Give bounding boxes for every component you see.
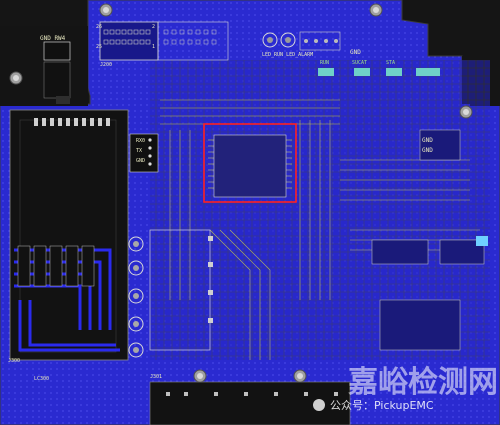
label-gnd-right-1: GND — [422, 137, 433, 144]
header-pins — [103, 29, 151, 45]
wechat-icon — [313, 399, 325, 411]
label-rx0: RX0 — [136, 138, 145, 144]
label-pin-1: 1 — [152, 44, 155, 50]
label-sta: STA — [386, 60, 395, 66]
mcu-chip — [213, 134, 287, 198]
label-j300: J300 — [8, 358, 20, 364]
watermark-title: 嘉峪检测网 — [348, 365, 498, 400]
lcd-pad-strip — [34, 118, 110, 126]
label-gnd-rw4: GND RW4 — [40, 35, 66, 42]
relay-traces — [14, 248, 120, 352]
label-run: RUN — [320, 60, 329, 66]
label-pin-2: 2 — [152, 24, 155, 30]
led-pad-4 — [416, 68, 440, 76]
connector-j300 — [43, 41, 71, 61]
label-gnd-left: GND — [136, 158, 145, 164]
highlight-box — [203, 123, 297, 203]
label-tx: TX — [136, 148, 142, 154]
label-gnd-right-2: GND — [422, 147, 433, 154]
label-pin-26: 26 — [96, 24, 102, 30]
label-sucat: SUCAT — [352, 60, 367, 66]
header-connector-j200 — [99, 21, 159, 61]
label-j200: J200 — [100, 62, 112, 68]
label-lc300: LC300 — [34, 376, 49, 382]
led-pad-sta — [386, 68, 402, 76]
connector-rx-tx — [129, 133, 159, 173]
label-j301: J301 — [150, 374, 162, 380]
led-pad-sucat — [354, 68, 370, 76]
watermark-subtitle: 公众号：PickupEMC — [330, 399, 434, 412]
led-run — [262, 32, 278, 48]
label-leds: LED_RUN LED_ALARM — [262, 52, 313, 58]
label-gnd-top: GND — [350, 49, 361, 56]
label-pin-25: 25 — [96, 44, 102, 50]
led-pad-run — [318, 68, 334, 76]
relay-components — [17, 245, 95, 287]
led-alarm — [280, 32, 296, 48]
screw-terminals — [128, 236, 144, 358]
